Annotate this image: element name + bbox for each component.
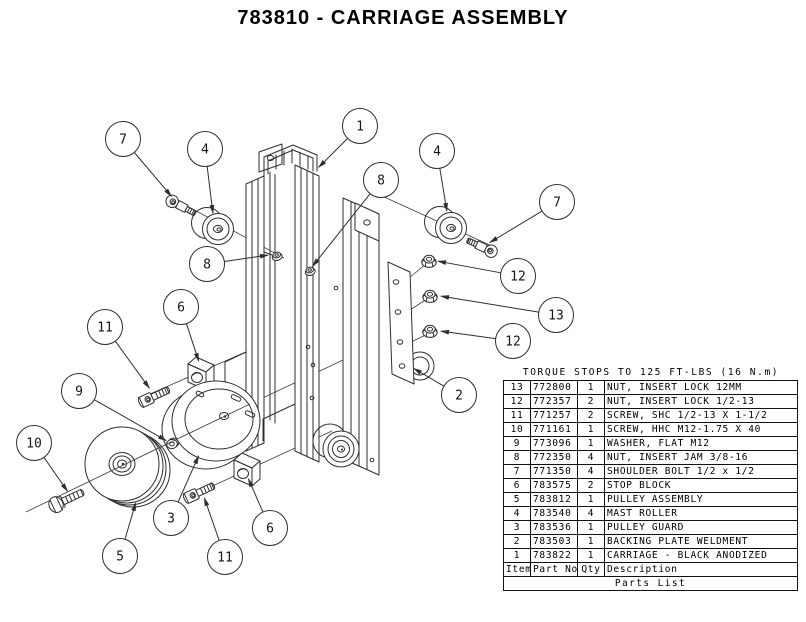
callout-balloon-3: 3: [153, 455, 200, 536]
callout-balloon-11: 11: [203, 497, 243, 575]
callout-balloon-9: 9: [61, 373, 167, 441]
lock-nut-drawings: [421, 254, 438, 338]
balloon-number: 9: [75, 385, 83, 400]
lock-nut-13: [422, 289, 438, 303]
callout-balloon-10: 10: [16, 425, 68, 492]
mast-roller-bottom-drawing: [312, 423, 360, 468]
page-title: 783810 - CARRIAGE ASSEMBLY: [237, 7, 569, 29]
balloon-number: 7: [119, 133, 127, 148]
callout-balloon-12: 12: [437, 258, 536, 294]
balloon-number: 6: [177, 301, 185, 316]
balloon-number: 1: [356, 120, 364, 135]
table-caption-row: Parts List: [503, 576, 798, 591]
axis-overdraw: [85, 403, 251, 484]
balloon-number: 8: [203, 258, 211, 273]
stop-block-bottom-drawing: [233, 452, 261, 487]
callout-balloon-4: 4: [419, 133, 455, 212]
balloon-number: 2: [455, 389, 463, 404]
col-header-qty: Qty: [577, 562, 605, 577]
mast-roller-right-drawing: [424, 206, 467, 244]
balloon-number: 11: [97, 321, 113, 336]
callout-balloon-11: 11: [87, 309, 150, 389]
balloon-number: 4: [433, 145, 441, 160]
col-header-item: Item: [503, 562, 531, 577]
parts-list-caption: Parts List: [503, 576, 798, 591]
balloon-number: 7: [553, 196, 561, 211]
callout-balloon-2: 2: [413, 368, 477, 413]
col-header-description: Description: [604, 562, 798, 577]
lock-nut-12-top: [421, 254, 437, 268]
balloon-number: 5: [116, 550, 124, 565]
carriage-drawing: [224, 143, 380, 476]
col-header-part-no: Part No.: [530, 562, 578, 577]
pulley-guard-drawing: [161, 380, 261, 470]
backing-plate-drawing: [387, 261, 435, 385]
callout-balloon-7: 7: [105, 121, 172, 197]
balloon-number: 4: [201, 143, 209, 158]
callout-balloon-8: 8: [189, 246, 269, 282]
balloon-number: 10: [26, 437, 42, 452]
callout-balloon-8: 8: [312, 162, 399, 267]
balloon-number: 3: [167, 512, 175, 527]
table-header-row: Item Part No. Qty Description: [503, 562, 798, 577]
shc-screw-bottom-drawing: [181, 479, 217, 505]
balloon-number: 8: [377, 174, 385, 189]
balloon-number: 11: [217, 551, 233, 566]
shoulder-bolt-left-drawing: [163, 192, 199, 220]
balloon-number: 13: [548, 309, 564, 324]
pulley-assembly-drawing: [84, 426, 171, 508]
jam-nut-drawings: [263, 250, 317, 278]
callout-balloon-4: 4: [187, 131, 223, 214]
balloon-number: 12: [510, 270, 526, 285]
callout-balloon-12: 12: [440, 323, 531, 359]
jam-nut-left: [270, 250, 284, 263]
shc-screw-top-drawing: [136, 383, 172, 409]
callout-balloon-1: 1: [318, 108, 378, 168]
torque-note: TORQUE STOPS TO 125 FT-LBS (16 N.m): [522, 367, 780, 378]
lock-nut-12-bottom: [422, 324, 438, 338]
callout-balloon-6: 6: [163, 289, 200, 362]
balloon-number: 12: [505, 335, 521, 350]
callout-balloon-5: 5: [102, 502, 138, 574]
callout-balloon-13: 13: [440, 295, 574, 333]
balloon-number: 6: [266, 522, 274, 537]
balloon-layer: 7 4 1 8 4 7 8 6 12 13 12 11 9 2 10 3 5 11 6: [16, 108, 575, 575]
callout-balloon-6: 6: [247, 478, 288, 546]
callout-balloon-7: 7: [489, 184, 575, 243]
